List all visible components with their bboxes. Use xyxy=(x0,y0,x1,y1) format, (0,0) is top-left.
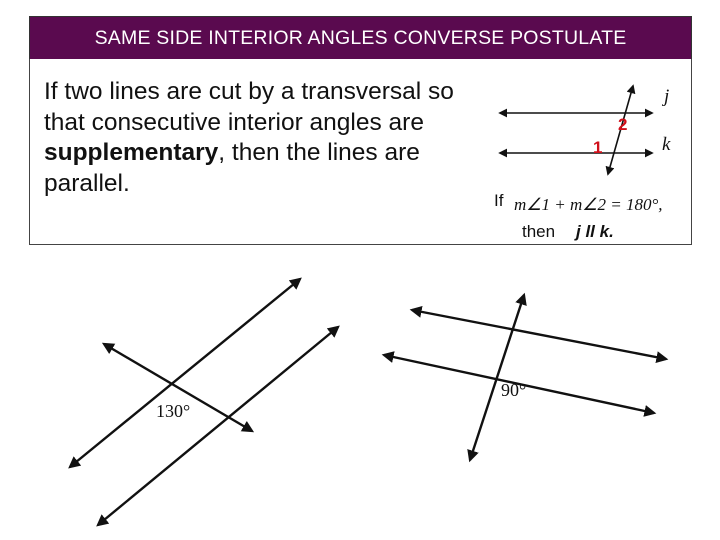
example-right-angle-label: 90° xyxy=(501,380,526,400)
then-word: then xyxy=(522,222,555,241)
postulate-diagram: j k 1 2 xyxy=(498,84,671,176)
if-word: If xyxy=(494,191,504,210)
label-k: k xyxy=(662,134,671,155)
example-right: 90° xyxy=(381,292,669,463)
angle-1-label: 1 xyxy=(593,138,602,157)
transversal xyxy=(605,84,636,176)
postulate-statement: If two lines are cut by a transversal so… xyxy=(44,77,474,199)
condition: If m∠1 + m∠2 = 180°, then j ll k. xyxy=(494,191,663,241)
statement-text-start: If two lines are cut by a transversal so… xyxy=(44,78,454,136)
example-left: 130° xyxy=(68,277,340,527)
title-bar: SAME SIDE INTERIOR ANGLES CONVERSE POSTU… xyxy=(29,16,692,60)
example-left-angle-label: 130° xyxy=(156,401,190,421)
conclusion: j ll k. xyxy=(574,222,614,241)
example-right-line-upper xyxy=(409,305,669,364)
example-left-transversal xyxy=(101,342,255,433)
angle-2-label: 2 xyxy=(618,115,627,134)
statement-keyword: supplementary xyxy=(44,139,219,166)
example-left-line-upper xyxy=(68,277,302,469)
label-j: j xyxy=(661,86,669,107)
example-left-line-lower xyxy=(96,325,340,527)
angle-equation: m∠1 + m∠2 = 180°, xyxy=(514,195,663,214)
statement-text-end: , then the lines are parallel. xyxy=(44,139,420,197)
example-right-transversal xyxy=(467,292,527,463)
page-title: SAME SIDE INTERIOR ANGLES CONVERSE POSTU… xyxy=(94,26,627,49)
